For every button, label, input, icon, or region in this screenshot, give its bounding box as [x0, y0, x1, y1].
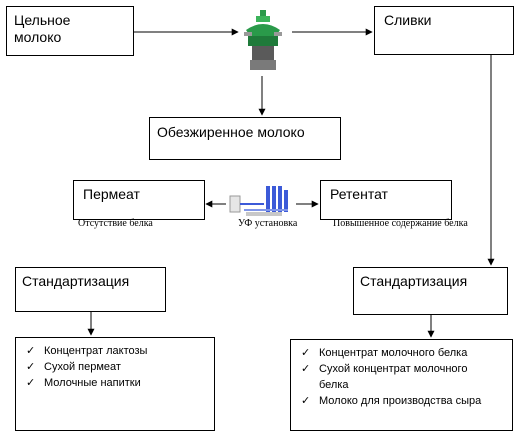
check-icon: ✓ — [301, 395, 311, 407]
check-icon: ✓ — [301, 363, 311, 375]
permeate-label: Пермеат — [83, 186, 140, 202]
retentate-note: Повышенное содержание белка — [333, 218, 468, 229]
check-icon: ✓ — [301, 347, 311, 359]
list-item: ✓Сухой пермеат — [26, 361, 121, 373]
list-item: ✓Сухой концентрат молочного белка — [301, 363, 468, 391]
right-products-box: ✓Концентрат молочного белка ✓Сухой конце… — [290, 339, 513, 431]
skim-milk-label: Обезжиренное молоко — [157, 124, 305, 140]
skim-milk-box: Обезжиренное молоко — [149, 117, 341, 160]
permeate-note: Отсутствие белка — [78, 218, 153, 229]
left-products-box: ✓Концентрат лактозы ✓Сухой пермеат ✓Моло… — [15, 337, 215, 431]
cream-box: Сливки — [374, 6, 514, 55]
check-icon: ✓ — [26, 361, 36, 373]
permeate-box: Пермеат — [73, 180, 205, 220]
uf-unit-label: УФ установка — [238, 218, 298, 229]
standardization-left-box: Стандартизация — [15, 267, 166, 312]
list-item: ✓Молочные напитки — [26, 377, 141, 389]
list-item: ✓Концентрат лактозы — [26, 345, 148, 357]
whole-milk-label: Цельное молоко — [14, 12, 71, 45]
standardization-right-label: Стандартизация — [360, 273, 468, 289]
list-item: ✓Молоко для производства сыра — [301, 395, 482, 407]
uf-installation-icon — [229, 186, 288, 216]
cream-label: Сливки — [384, 12, 432, 28]
list-item: ✓Концентрат молочного белка — [301, 347, 468, 359]
check-icon: ✓ — [26, 377, 36, 389]
right-products-list: ✓Концентрат молочного белка ✓Сухой конце… — [291, 345, 491, 409]
retentate-box: Ретентат — [320, 180, 452, 220]
check-icon: ✓ — [26, 345, 36, 357]
whole-milk-box: Цельное молоко — [6, 6, 134, 56]
left-products-list: ✓Концентрат лактозы ✓Сухой пермеат ✓Моло… — [16, 343, 214, 391]
standardization-left-label: Стандартизация — [22, 273, 130, 289]
standardization-right-box: Стандартизация — [353, 267, 508, 315]
retentate-label: Ретентат — [330, 186, 388, 202]
separator-machine-icon — [244, 10, 282, 70]
